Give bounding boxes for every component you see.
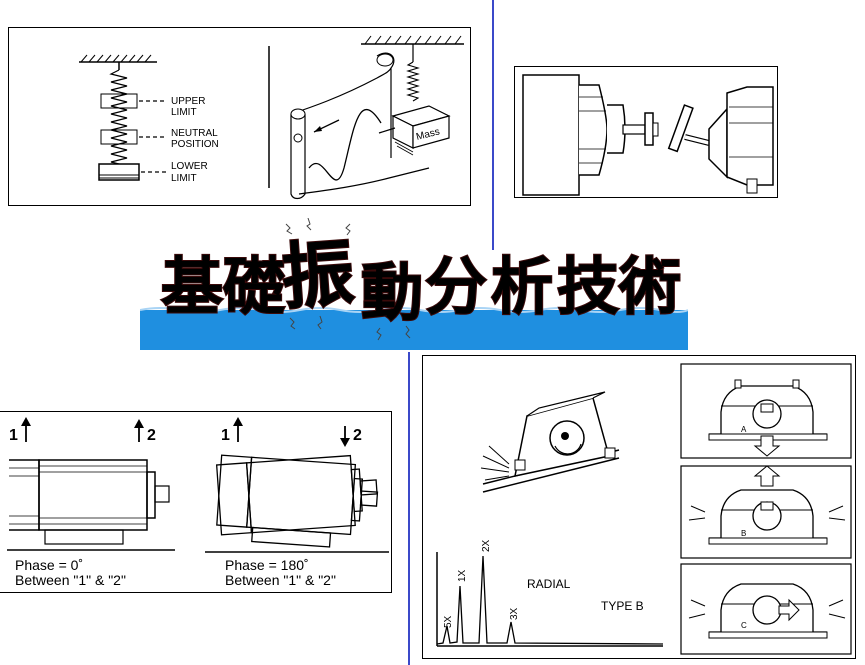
divider-line-top — [492, 0, 494, 250]
bearing-box-c-label: C — [741, 621, 747, 630]
title-banner: 基 礎 振 動 分 析 技 術 — [140, 218, 688, 350]
neutral-position-label-1: NEUTRAL — [171, 128, 218, 139]
coupling-misalignment-diagram — [522, 74, 774, 196]
right-phase-value: Phase = 180˚ — [225, 557, 309, 573]
left-marker-2: 2 — [147, 427, 156, 444]
bearing-box-c: C — [680, 563, 852, 655]
right-marker-1: 1 — [221, 427, 230, 444]
left-phase-between: Between "1" & "2" — [15, 572, 126, 588]
spring-mass-diagram: UPPER LIMIT NEUTRAL POSITION LOWER LIMIT — [79, 35, 464, 200]
right-marker-2: 2 — [353, 427, 362, 444]
right-phase-between: Between "1" & "2" — [225, 572, 336, 588]
banner-char-4: 動 — [361, 259, 423, 328]
peak-label-2x: 2X — [481, 539, 492, 552]
radial-label: RADIAL — [527, 577, 571, 591]
banner-char-1: 基 — [161, 253, 223, 322]
left-marker-1: 1 — [9, 427, 18, 444]
upper-limit-label-1: UPPER — [171, 96, 205, 107]
peak-label-5x: 5X — [443, 615, 454, 628]
upper-limit-label-2: LIMIT — [171, 107, 197, 118]
banner-char-5: 分 — [425, 253, 487, 322]
peak-label-3x: 3X — [509, 607, 520, 620]
lower-limit-label-2: LIMIT — [171, 173, 197, 184]
lower-limit-label-1: LOWER — [171, 161, 208, 172]
water-band — [140, 310, 688, 350]
banner-char-2: 礎 — [223, 253, 285, 322]
peak-label-1x: 1X — [457, 569, 468, 582]
phase-comparison-diagram: 1 2 Phase = 0˚ Between "1" & "2" 1 2 — [7, 417, 389, 588]
bearing-spectrum-diagram: 5X 1X 2X 3X RADIAL TYPE B A B — [436, 363, 852, 655]
phase-comparison-panel: 1 2 Phase = 0˚ Between "1" & "2" 1 2 — [0, 411, 392, 593]
divider-line-bottom — [408, 352, 410, 665]
bearing-box-a-label: A — [741, 425, 747, 434]
banner-char-7: 技 — [557, 253, 619, 322]
bearing-spectrum-panel: 5X 1X 2X 3X RADIAL TYPE B A B — [422, 355, 856, 659]
title-banner-graphic: 基 礎 振 動 分 析 技 術 — [140, 218, 688, 350]
banner-char-8: 術 — [618, 253, 681, 322]
bearing-box-b-label: B — [741, 529, 746, 538]
spring-mass-panel: UPPER LIMIT NEUTRAL POSITION LOWER LIMIT — [8, 27, 471, 206]
bearing-box-a: A — [680, 363, 852, 459]
coupling-misalignment-panel — [514, 66, 778, 198]
banner-char-6: 析 — [491, 253, 553, 322]
left-phase-value: Phase = 0˚ — [15, 557, 83, 573]
banner-char-3: 振 — [279, 234, 356, 319]
neutral-position-label-2: POSITION — [171, 139, 219, 150]
type-label: TYPE B — [601, 599, 644, 613]
bearing-box-b: B — [680, 465, 852, 559]
